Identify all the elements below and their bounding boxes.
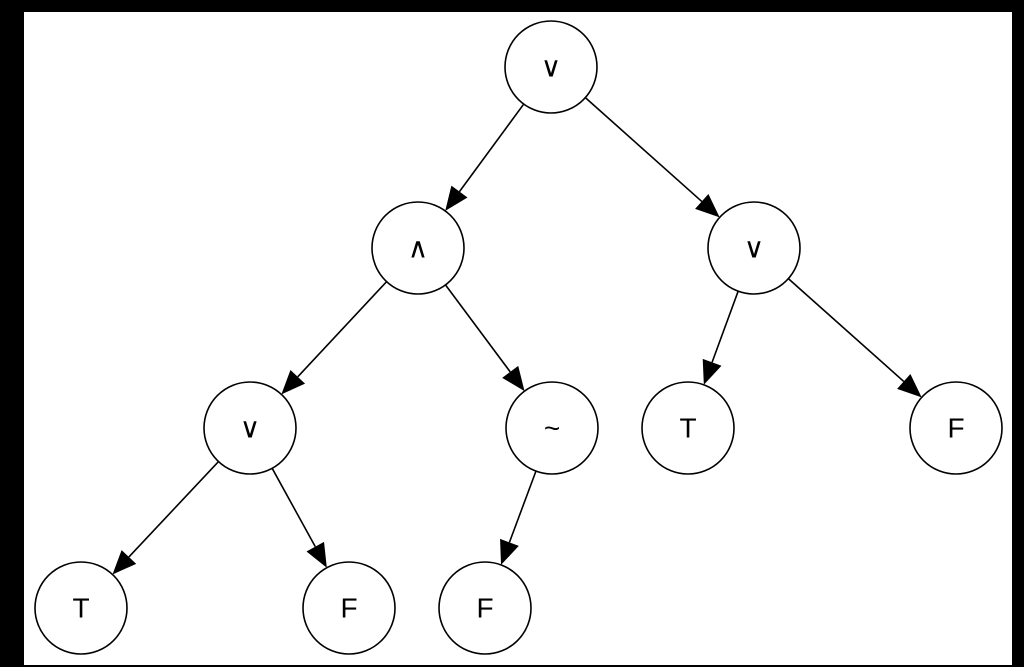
tree-node-and: ∧ bbox=[371, 201, 465, 295]
tree-node-not: ~ bbox=[505, 381, 599, 475]
arrowhead-icon bbox=[281, 370, 306, 395]
arrowhead-icon bbox=[112, 550, 137, 575]
node-label: ∨ bbox=[240, 413, 261, 444]
node-circle bbox=[34, 561, 128, 655]
edge-line bbox=[128, 460, 220, 558]
node-circle bbox=[641, 381, 735, 475]
node-circle bbox=[909, 381, 1003, 475]
node-label: F bbox=[476, 593, 493, 624]
nodes-layer: ∨ ∧ ∨ ∨ ~ T F T F F bbox=[34, 20, 1003, 655]
edge-line bbox=[458, 103, 525, 193]
node-circle bbox=[438, 561, 532, 655]
diagram-canvas: ∨ ∧ ∨ ∨ ~ T F T F F bbox=[24, 12, 1012, 665]
edge-or-right-to-f-right bbox=[787, 278, 922, 398]
tree-node-f-left: F bbox=[302, 561, 396, 655]
arrowhead-icon bbox=[897, 373, 922, 398]
node-circle bbox=[371, 201, 465, 295]
edge-and-to-not bbox=[444, 284, 525, 392]
tree-node-f-right: F bbox=[909, 381, 1003, 475]
node-circle bbox=[203, 381, 297, 475]
edge-line bbox=[297, 281, 388, 378]
edge-root-to-or-right bbox=[584, 97, 720, 218]
node-label: ∧ bbox=[408, 233, 429, 264]
node-label: ∨ bbox=[744, 233, 765, 264]
edge-or-right-to-t-right bbox=[702, 290, 739, 385]
edge-line bbox=[711, 290, 739, 363]
node-label: T bbox=[72, 593, 89, 624]
arrowhead-icon bbox=[500, 538, 519, 565]
node-label: ∨ bbox=[541, 52, 562, 83]
tree-node-root: ∨ bbox=[504, 20, 598, 114]
node-circle bbox=[505, 381, 599, 475]
edge-line bbox=[787, 278, 905, 383]
arrowhead-icon bbox=[445, 185, 468, 211]
node-circle bbox=[707, 201, 801, 295]
node-label: T bbox=[679, 413, 696, 444]
tree-node-f-not: F bbox=[438, 561, 532, 655]
edge-line bbox=[584, 97, 703, 203]
arrowhead-icon bbox=[702, 358, 722, 385]
edge-or-left-to-t-left bbox=[112, 460, 220, 575]
edge-line bbox=[444, 284, 511, 373]
node-label: F bbox=[947, 413, 964, 444]
node-circle bbox=[302, 561, 396, 655]
tree-node-or-right: ∨ bbox=[707, 201, 801, 295]
node-label: ~ bbox=[544, 413, 560, 444]
arrowhead-icon bbox=[695, 193, 720, 218]
node-label: F bbox=[340, 593, 357, 624]
arrowhead-icon bbox=[306, 541, 327, 568]
tree-node-t-left: T bbox=[34, 561, 128, 655]
tree-node-or-left: ∨ bbox=[203, 381, 297, 475]
edge-line bbox=[508, 470, 537, 543]
arrowhead-icon bbox=[502, 365, 525, 392]
edges-layer bbox=[112, 97, 922, 575]
edge-root-to-and bbox=[445, 103, 525, 211]
edge-line bbox=[271, 467, 316, 548]
tree-node-t-right: T bbox=[641, 381, 735, 475]
edge-or-left-to-f-left bbox=[271, 467, 327, 568]
edge-not-to-f-not bbox=[500, 470, 537, 565]
node-circle bbox=[504, 20, 598, 114]
edge-and-to-or-left bbox=[281, 281, 388, 395]
